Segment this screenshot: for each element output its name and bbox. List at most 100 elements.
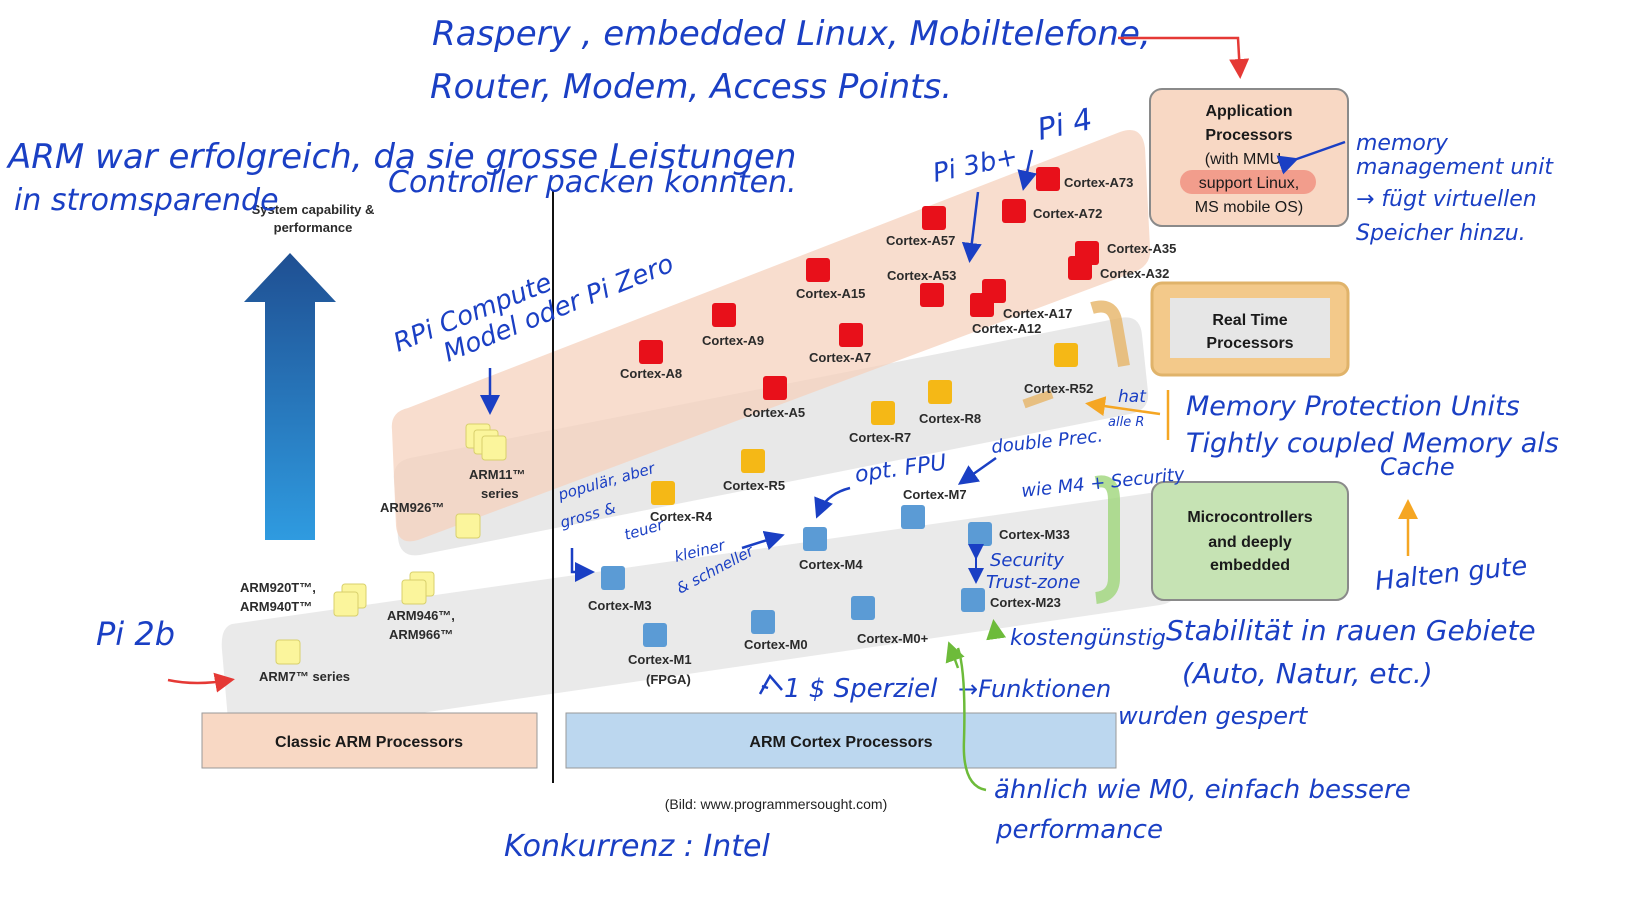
label-a12: Cortex-A12: [972, 321, 1041, 336]
app-proc-linux: support Linux,: [1199, 175, 1300, 192]
axis-label-line2: performance: [274, 220, 353, 235]
label-a53: Cortex-A53: [887, 268, 956, 283]
band-application: [391, 130, 1151, 542]
chip-m1: [643, 623, 667, 647]
microcontrollers-box: Microcontrollers and deeply embedded: [1151, 481, 1349, 601]
label-arm11-series: series: [481, 486, 519, 501]
chip-m23: [961, 588, 985, 612]
chip-a8: [639, 340, 663, 364]
chips-cortex-a: Cortex-A73 Cortex-A72 Cortex-A57 Cortex-…: [620, 167, 1176, 420]
arrow-kleiner: [741, 530, 785, 551]
label-r8: Cortex-R8: [919, 411, 981, 426]
chip-a15: [806, 258, 830, 282]
arrow-m0plus: [945, 641, 965, 669]
label-arm940: ARM940T™: [240, 599, 312, 614]
app-proc-msos: MS mobile OS): [1195, 199, 1303, 216]
arrow-pi2b: [167, 672, 235, 693]
chip-a9: [712, 303, 736, 327]
arrow-mmu: [1276, 140, 1346, 175]
app-proc-mmu: (with MMU: [1205, 151, 1281, 168]
label-arm946: ARM946™,: [387, 608, 455, 623]
note-auto-natur: (Auto, Natur, etc.): [1182, 657, 1433, 690]
label-m1: Cortex-M1: [628, 652, 692, 667]
arrow-kosten: [986, 619, 1007, 641]
chip-m33: [968, 522, 992, 546]
label-a35: Cortex-A35: [1107, 241, 1176, 256]
note-pi4: Pi 4: [1034, 102, 1095, 148]
label-a72: Cortex-A72: [1033, 206, 1102, 221]
label-m0: Cortex-M0: [744, 637, 808, 652]
label-a9: Cortex-A9: [702, 333, 764, 348]
note-mmu-2: management unit: [1356, 155, 1554, 180]
green-line-m0: [956, 647, 987, 792]
label-a15: Cortex-A15: [796, 286, 865, 301]
arrow-pi4: [1017, 149, 1038, 191]
label-r4: Cortex-R4: [650, 509, 713, 524]
classic-arm-box: Classic ARM Processors: [201, 712, 538, 769]
classic-arm-label: Classic ARM Processors: [275, 734, 463, 751]
arrow-fpu: [814, 486, 851, 519]
chip-r52: [1054, 343, 1078, 367]
chip-m0plus: [851, 596, 875, 620]
note-tcm: Tightly coupled Memory als: [1186, 428, 1559, 459]
label-r7: Cortex-R7: [849, 430, 911, 445]
label-a8: Cortex-A8: [620, 366, 682, 381]
mc-bracket: [1094, 475, 1120, 604]
application-processors-box: Application Processors (with MMU support…: [1149, 88, 1349, 227]
chip-a53: [920, 283, 944, 307]
chip-r4: [651, 481, 675, 505]
arrow-spez: [758, 673, 783, 695]
note-trustzone: Trust-zone: [986, 572, 1080, 593]
label-m4: Cortex-M4: [799, 557, 863, 572]
chips-cortex-m: Cortex-M7 Cortex-M33 Cortex-M4 Cortex-M3…: [588, 487, 1070, 687]
note-top-line1: Raspery , embedded Linux, Mobiltelefone,: [432, 14, 1151, 54]
app-proc-title-1: Application: [1205, 103, 1292, 120]
note-stabilitaet: Stabilität in rauen Gebiete: [1166, 614, 1536, 647]
chips-cortex-r: Cortex-R52 Cortex-R8 Cortex-R7 Cortex-R5…: [650, 343, 1093, 524]
label-arm966: ARM966™: [389, 627, 453, 642]
note-arm-line3: Controller packen konnten.: [388, 165, 797, 200]
chip-a73: [1036, 167, 1060, 191]
label-r5: Cortex-R5: [723, 478, 785, 493]
label-m33: Cortex-M33: [999, 527, 1070, 542]
realtime-processors-box: Real Time Processors: [1150, 281, 1350, 377]
mc-title-3: embedded: [1210, 557, 1290, 574]
label-a57: Cortex-A57: [886, 233, 955, 248]
note-teuer: teuer: [622, 515, 666, 544]
label-arm11: ARM11™: [469, 467, 525, 482]
chip-r8: [928, 380, 952, 404]
band-realtime: [393, 317, 1149, 556]
rt-bracket: [1090, 300, 1130, 368]
chip-a72: [1002, 199, 1026, 223]
cortex-arm-label: ARM Cortex Processors: [749, 734, 932, 751]
label-arm7: ARM7™ series: [259, 669, 350, 684]
axis-label-line1: System capability &: [252, 202, 375, 217]
label-a5: Cortex-A5: [743, 405, 805, 420]
label-arm926: ARM926™: [380, 500, 444, 515]
chip-a5: [763, 376, 787, 400]
rt-bracket-tail: [1022, 389, 1054, 409]
label-m23: Cortex-M23: [990, 595, 1061, 610]
chip-a32: [1068, 256, 1092, 280]
chip-arm946-b: [401, 579, 427, 605]
note-konkurrenz-intel: Konkurrenz : Intel: [504, 829, 771, 864]
chips-classic-arm: ARM11™ series ARM926™ ARM920T™, ARM940T™…: [240, 423, 525, 684]
label-m1-fpga: (FPGA): [646, 672, 691, 687]
note-cache: Cache: [1380, 453, 1455, 481]
app-proc-title-2: Processors: [1205, 127, 1292, 144]
chip-m4: [803, 527, 827, 551]
arrow-double-prec: [957, 456, 997, 485]
chip-r7: [871, 401, 895, 425]
capability-arrow: [244, 253, 336, 540]
label-a73: Cortex-A73: [1064, 175, 1133, 190]
note-arm-line1: ARM war erfolgreich, da sie grosse Leist…: [6, 137, 796, 177]
note-funktionen: →Funktionen: [958, 675, 1111, 703]
note-hat: hat: [1118, 387, 1147, 407]
note-arm-line2: in stromsparende: [14, 183, 279, 218]
label-r52: Cortex-R52: [1024, 381, 1093, 396]
image-source-caption: (Bild: www.programmersought.com): [665, 796, 888, 812]
note-security: Security: [990, 550, 1064, 571]
arrow-pi3: [961, 191, 982, 263]
label-a7: Cortex-A7: [809, 350, 871, 365]
label-m3: Cortex-M3: [588, 598, 652, 613]
